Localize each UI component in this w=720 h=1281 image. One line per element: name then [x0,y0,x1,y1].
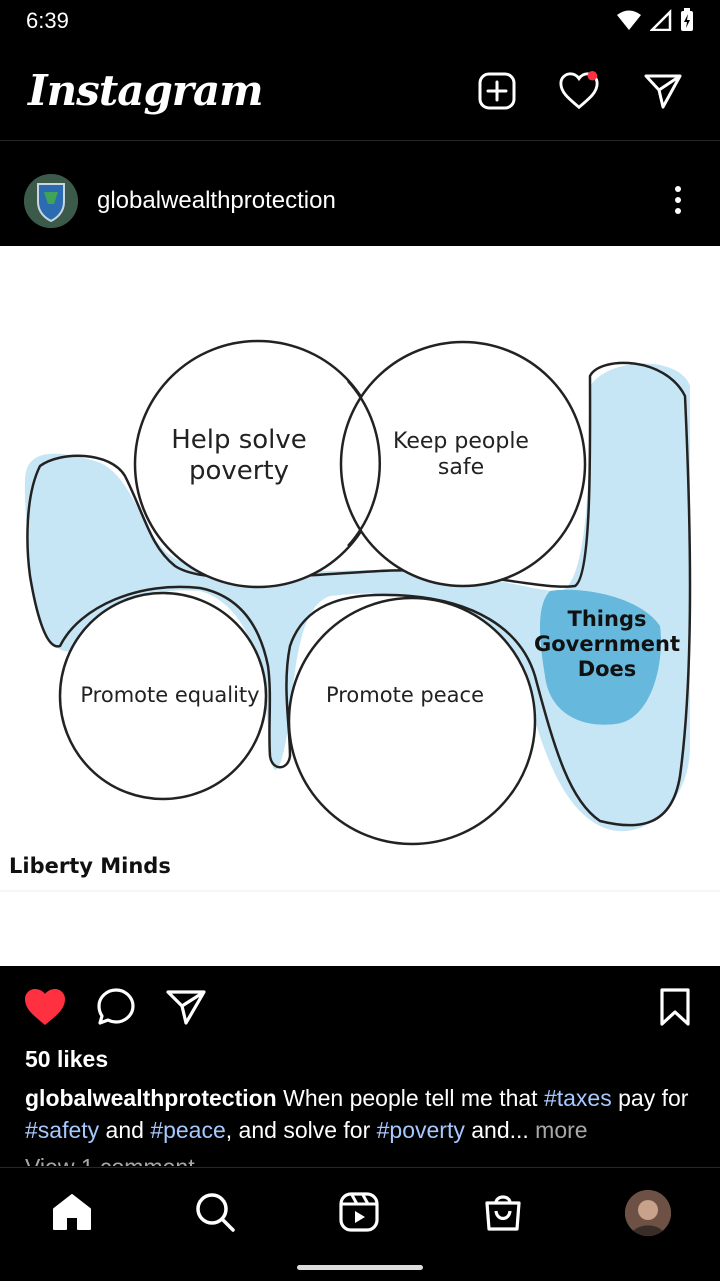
label-keep-safe-1: Keep people [393,429,529,454]
status-icons [616,8,694,32]
label-promote-peace: Promote peace [326,683,484,707]
post-header: globalwealthprotection [0,141,720,245]
more-vertical-icon [675,186,681,214]
instagram-logo[interactable]: Instagram [28,66,264,115]
bottom-nav [0,1167,720,1281]
caption-more-link[interactable]: more [528,1117,588,1143]
share-button[interactable] [163,984,209,1030]
post-caption: globalwealthprotection When people tell … [25,1082,695,1146]
label-help-poverty-2: poverty [189,456,289,486]
home-indicator[interactable] [297,1265,423,1270]
shopping-bag-icon [485,1195,521,1231]
bookmark-icon [660,988,690,1026]
view-comments-link[interactable]: View 1 comment [25,1152,195,1166]
image-credit: Liberty Minds [9,854,171,878]
home-icon [53,1194,91,1230]
plus-square-icon [478,72,516,110]
hashtag-poverty[interactable]: #poverty [376,1117,465,1143]
label-keep-safe-2: safe [438,455,484,480]
profile-avatar-icon [625,1190,671,1236]
heart-filled-icon [25,989,65,1025]
status-time: 6:39 [26,8,69,33]
status-bar: 6:39 [0,0,720,40]
battery-icon [681,8,693,31]
like-button[interactable] [22,984,68,1030]
shield-logo-icon [24,174,78,228]
caption-text: and... [464,1117,529,1143]
search-icon [196,1193,235,1232]
caption-username[interactable]: globalwealthprotection [25,1085,277,1111]
paper-plane-icon [166,990,206,1025]
label-things-2: Government [534,632,680,656]
label-promote-equality: Promote equality [80,683,259,707]
app-header: Instagram [0,40,720,141]
post-image[interactable]: Help solve poverty Keep people safe Prom… [0,246,720,966]
paper-plane-icon [644,74,682,109]
create-post-button[interactable] [476,70,518,112]
post-username[interactable]: globalwealthprotection [97,187,336,214]
comment-button[interactable] [93,984,139,1030]
likes-count[interactable]: 50 likes [25,1046,109,1072]
heart-outline-icon [559,70,599,110]
caption-text: When people tell me that [276,1085,544,1111]
post-actions [0,966,720,1046]
label-help-poverty-1: Help solve [171,425,307,455]
caption-text: pay for [611,1085,689,1111]
post-options-button[interactable] [664,185,692,215]
nav-search[interactable] [193,1190,237,1234]
nav-reels[interactable] [337,1190,381,1234]
nav-profile[interactable] [625,1190,671,1236]
caption-text: , and solve for [225,1117,377,1143]
post-author-avatar[interactable] [24,174,78,228]
label-things-1: Things [568,607,647,631]
direct-messages-button[interactable] [642,70,684,112]
hashtag-taxes[interactable]: #taxes [543,1085,612,1111]
reels-icon [339,1192,379,1232]
activity-button[interactable] [558,70,600,112]
comment-icon [97,988,135,1025]
save-button[interactable] [652,984,698,1030]
signal-icon [650,9,672,31]
nav-shop[interactable] [481,1190,525,1234]
wifi-icon [617,10,641,30]
hashtag-peace[interactable]: #peace [150,1117,226,1143]
hashtag-safety[interactable]: #safety [25,1117,100,1143]
caption-text: and [99,1117,151,1143]
label-things-3: Does [578,657,637,681]
nav-home[interactable] [50,1190,94,1234]
